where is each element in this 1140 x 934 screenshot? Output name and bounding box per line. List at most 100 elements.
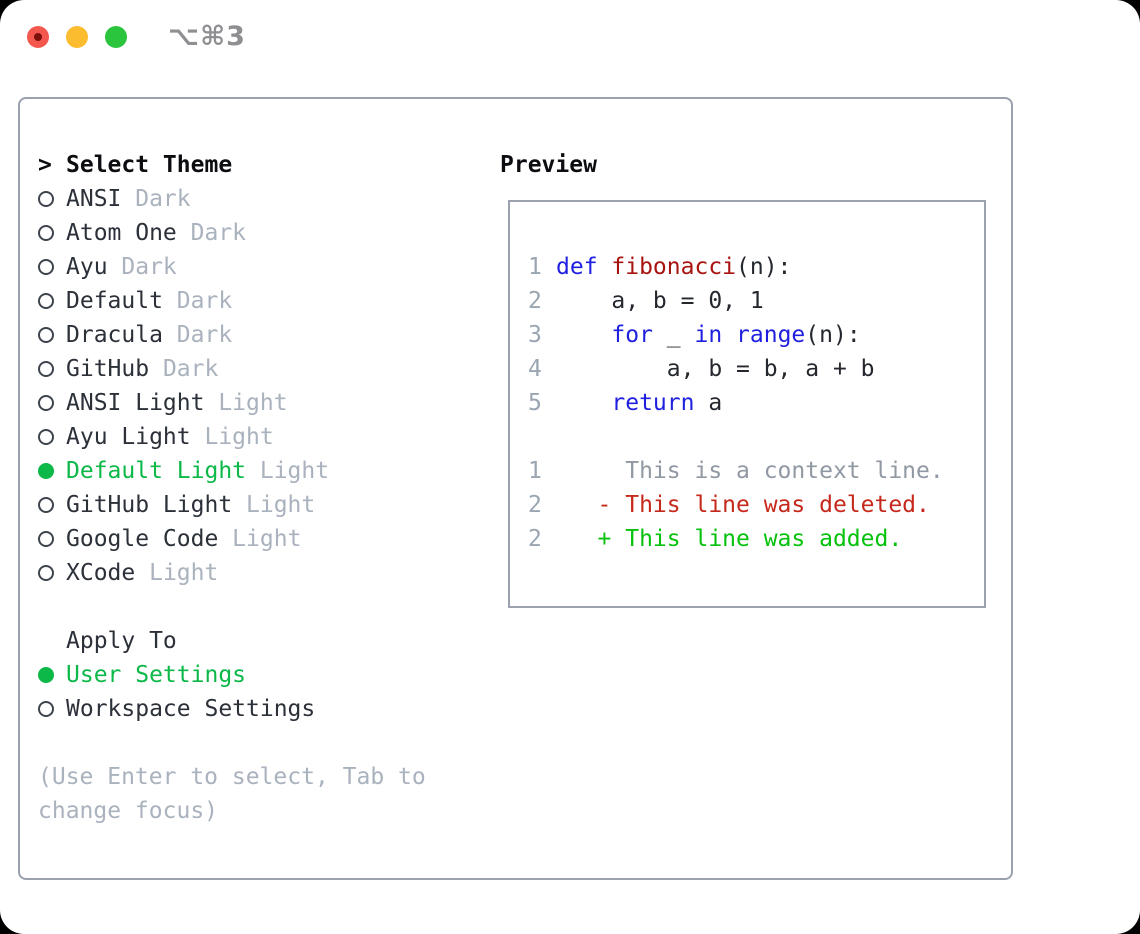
option-variant-label: Dark — [121, 186, 191, 212]
radio-unselected-icon — [38, 293, 54, 309]
cursor-icon: > — [38, 152, 52, 178]
code-segment-def: a, b = 0, 1 — [556, 288, 764, 314]
diff-line: 2 + This line was added. — [528, 522, 944, 556]
option-variant-label: Dark — [162, 288, 233, 314]
option-label: Ayu Light — [66, 424, 191, 450]
apply-to-header: Apply To — [38, 624, 426, 658]
code-segment-def: _ — [652, 322, 695, 348]
line-number: 1 — [528, 458, 542, 484]
radio-unselected-icon — [38, 395, 54, 411]
radio-selected-icon — [38, 463, 54, 479]
code-segment-def: (n): — [805, 322, 861, 348]
theme-option[interactable]: Google Code Light — [38, 522, 426, 556]
code-segment-def — [556, 322, 611, 348]
code-segment-kw: for — [611, 322, 653, 348]
option-marker — [38, 191, 66, 207]
zoom-button[interactable] — [105, 26, 127, 48]
theme-option[interactable]: Default Light Light — [38, 454, 426, 488]
spacer — [38, 590, 426, 624]
code-segment-ctx: This is a context line. — [556, 458, 944, 484]
option-marker — [38, 667, 66, 683]
preview-title: Preview — [500, 152, 597, 178]
theme-option[interactable]: Atom One Dark — [38, 216, 426, 250]
radio-unselected-icon — [38, 225, 54, 241]
theme-option[interactable]: Ayu Dark — [38, 250, 426, 284]
code-segment-del: - This line was deleted. — [556, 492, 930, 518]
line-number: 4 — [528, 356, 542, 382]
radio-unselected-icon — [38, 701, 54, 717]
diff-line: 2 - This line was deleted. — [528, 488, 944, 522]
help-text-line-1: (Use Enter to select, Tab to — [38, 764, 426, 790]
select-theme-header: > Select Theme — [38, 148, 426, 182]
option-label: ANSI Light — [66, 390, 205, 416]
apply-option[interactable]: Workspace Settings — [38, 692, 426, 726]
option-label: GitHub — [66, 356, 150, 382]
radio-unselected-icon — [38, 259, 54, 275]
theme-option[interactable]: Dracula Dark — [38, 318, 426, 352]
option-marker — [38, 225, 66, 241]
option-variant-label: Light — [204, 390, 288, 416]
option-marker — [38, 429, 66, 445]
option-variant-label: Light — [232, 492, 316, 518]
option-variant-label: Dark — [107, 254, 177, 280]
theme-option[interactable]: Default Dark — [38, 284, 426, 318]
radio-unselected-icon — [38, 327, 54, 343]
option-label: ANSI — [66, 186, 122, 212]
radio-unselected-icon — [38, 191, 54, 207]
theme-option[interactable]: ANSI Light Light — [38, 386, 426, 420]
line-number: 3 — [528, 322, 542, 348]
theme-option[interactable]: GitHub Light Light — [38, 488, 426, 522]
option-variant-label: Dark — [162, 322, 233, 348]
option-label: User Settings — [66, 662, 247, 688]
line-number: 2 — [528, 526, 542, 552]
code-line: 2 a, b = 0, 1 — [528, 284, 944, 318]
spacer — [528, 420, 944, 454]
window-title: ⌥⌘3 — [168, 21, 246, 52]
radio-unselected-icon — [38, 361, 54, 377]
theme-option[interactable]: GitHub Dark — [38, 352, 426, 386]
option-marker — [38, 531, 66, 547]
option-marker — [38, 565, 66, 581]
radio-unselected-icon — [38, 429, 54, 445]
option-marker — [38, 361, 66, 377]
option-variant-label: Dark — [176, 220, 247, 246]
close-button[interactable] — [27, 26, 49, 48]
code-segment-def: a, b = b, a + b — [556, 356, 875, 382]
line-number: 1 — [528, 254, 542, 280]
radio-unselected-icon — [38, 565, 54, 581]
diff-line: 1 This is a context line. — [528, 454, 944, 488]
line-number: 2 — [528, 492, 542, 518]
theme-option[interactable]: ANSI Dark — [38, 182, 426, 216]
option-variant-label: Light — [246, 458, 330, 484]
code-line: 5 return a — [528, 386, 944, 420]
option-label: Ayu — [66, 254, 108, 280]
option-label: Default — [66, 288, 163, 314]
option-label: XCode — [66, 560, 136, 586]
option-variant-label: Dark — [149, 356, 219, 382]
code-line: 3 for _ in range(n): — [528, 318, 944, 352]
option-marker — [38, 293, 66, 309]
code-segment-def: (n): — [736, 254, 792, 280]
theme-option[interactable]: Ayu Light Light — [38, 420, 426, 454]
code-segment-def — [722, 322, 736, 348]
option-variant-label: Light — [190, 424, 274, 450]
code-segment-kw: in — [694, 322, 723, 348]
apply-option[interactable]: User Settings — [38, 658, 426, 692]
radio-selected-icon — [38, 667, 54, 683]
list-cursor: > — [38, 152, 66, 178]
option-marker — [38, 497, 66, 513]
line-number: 2 — [528, 288, 542, 314]
minimize-button[interactable] — [66, 26, 88, 48]
apply-to-title: Apply To — [66, 628, 177, 654]
theme-option[interactable]: XCode Light — [38, 556, 426, 590]
radio-unselected-icon — [38, 497, 54, 513]
spacer — [38, 726, 426, 760]
line-number: 5 — [528, 390, 542, 416]
code-segment-kw: def — [556, 254, 612, 280]
